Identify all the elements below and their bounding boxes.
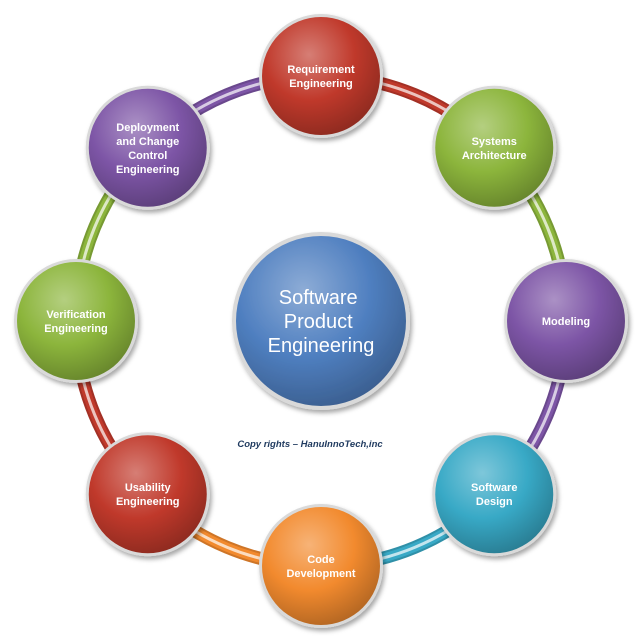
node-label-line: Architecture [462,150,527,162]
node-label-line: Code [307,554,335,566]
center-label-line: Engineering [268,335,375,357]
node-label: Modeling [542,316,590,328]
node-circle [262,507,380,625]
node-label-line: Engineering [116,164,180,176]
node-label-line: Control [128,150,167,162]
node-label-line: Engineering [44,323,108,335]
center-node: Software Product Engineering [232,232,410,410]
node-circle [17,262,135,380]
center-label: Software Product Engineering [268,287,375,357]
node-label-line: Engineering [289,78,353,90]
node-circle [262,17,380,135]
node-label-line: Systems [472,136,517,148]
node-label-line: Modeling [542,316,590,328]
node-label-line: Software [471,482,517,494]
node-label-line: Development [286,568,355,580]
center-circle [232,232,410,410]
node-circle [435,88,554,207]
center-label-line: Product [284,311,353,333]
node-label-line: Usability [125,482,172,494]
node-circle [507,262,625,380]
node-label-line: and Change [116,136,179,148]
node-label-line: Deployment [116,122,179,134]
node-label-line: Requirement [287,64,355,76]
copyright-text: Copy rights – HanuInnoTech,inc [237,439,383,450]
node-label-line: Design [476,496,513,508]
node-label-line: Verification [46,309,106,321]
center-label-line: Software [279,287,358,309]
node-label-line: Engineering [116,496,180,508]
node-circle [435,435,554,554]
node-circle [88,435,207,554]
node-modeling: Modeling [504,259,628,383]
node-circle [88,88,207,207]
